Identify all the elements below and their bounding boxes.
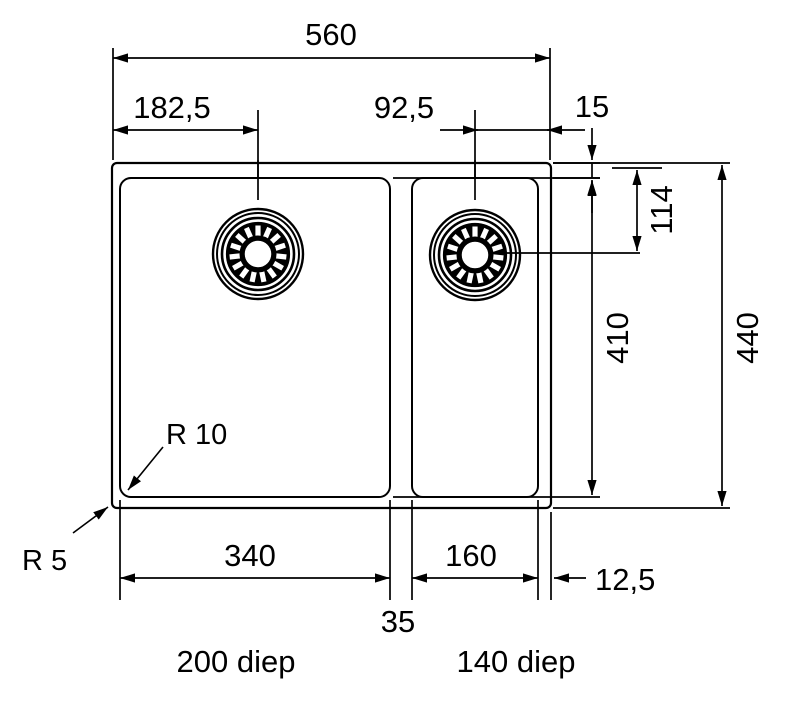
right-drain-strainer: [428, 208, 522, 302]
label-left-bowl-depth: 200 diep: [177, 644, 296, 679]
label-right-bowl-depth: 140 diep: [457, 644, 576, 679]
leader-r10: [127, 446, 164, 491]
top-dimension-group: 560 182,5 92,5: [112, 17, 585, 178]
left-drain-slots: [229, 225, 287, 283]
radius-callout-group: R 10 R 5: [22, 419, 227, 577]
dim-left-drain-offset: 182,5: [133, 90, 211, 125]
dim-drain-height: 114: [644, 185, 679, 234]
dim-right-bowl-width: 160: [445, 538, 497, 573]
left-bowl-outline: [119, 177, 391, 498]
callout-outer-radius: R 5: [22, 545, 67, 577]
overall-height-dimension-group: 440: [553, 162, 765, 509]
drain-height-dimension-group: 114: [505, 167, 679, 254]
dim-right-rim-width: 12,5: [595, 562, 655, 597]
left-drain-strainer: [211, 207, 305, 301]
leader-r5: [72, 506, 109, 534]
dim-overall-height: 440: [730, 312, 765, 364]
dim-rim-offset: 15: [575, 89, 609, 124]
rim-offset-dimension-group: 15: [553, 89, 609, 213]
dim-left-bowl-width: 340: [224, 538, 276, 573]
dim-divider-width: 35: [381, 604, 415, 639]
callout-inner-radius: R 10: [166, 419, 227, 451]
depth-label-group: 200 diep 140 diep: [177, 644, 576, 679]
drain-centrelines: [257, 160, 476, 200]
dim-right-drain-offset: 92,5: [374, 90, 434, 125]
bottom-dimension-group: 340 35 160 12,5: [119, 500, 655, 639]
outer-rim-outline: [110, 161, 553, 510]
dim-overall-width: 560: [305, 17, 357, 52]
bowl-height-dimension-group: 410: [393, 177, 635, 498]
right-drain-slots: [446, 226, 504, 284]
dim-bowl-height: 410: [600, 312, 635, 364]
